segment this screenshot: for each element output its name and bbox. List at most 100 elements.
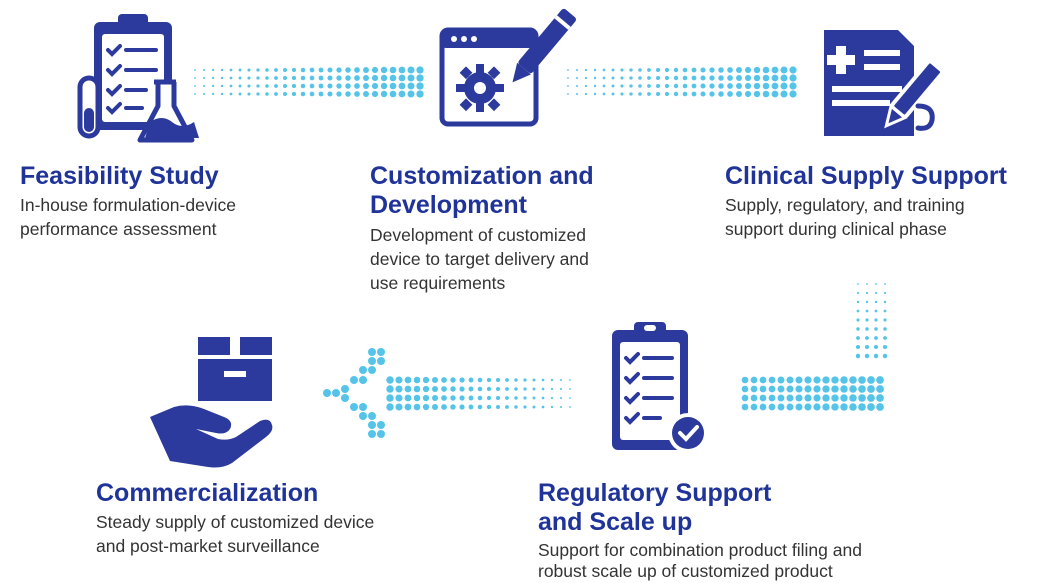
- connector-1-to-2: [247, 92, 251, 96]
- browser-gear-pen-icon: [439, 8, 577, 127]
- connector-2-to-3: [629, 68, 633, 72]
- connector-1-to-2: [371, 74, 379, 82]
- connector-1-to-2: [229, 92, 233, 96]
- connector-4-to-5: [432, 386, 438, 392]
- connector-1-to-2: [247, 68, 251, 72]
- step-5-desc-line-1: Steady supply of customized device: [96, 512, 375, 532]
- connector-1-to-2: [300, 91, 306, 97]
- connector-3-to-4: [856, 309, 860, 313]
- connector-4-to-5: [477, 404, 483, 410]
- connector-4-to-5: [450, 404, 456, 410]
- connector-4-to-5-arrowhead: [377, 421, 385, 429]
- connector-2-to-3: [753, 90, 761, 98]
- connector-2-to-3: [673, 67, 679, 73]
- connector-2-to-3: [575, 92, 579, 96]
- connector-4-to-5: [395, 403, 403, 411]
- connector-2-to-3: [700, 91, 706, 97]
- connector-1-to-2: [265, 68, 269, 72]
- connector-3-to-4: [884, 283, 886, 285]
- connector-4-to-5: [404, 394, 412, 402]
- connector-3-to-4: [856, 291, 860, 295]
- connector-1-to-2: [389, 66, 397, 74]
- connector-3-to-4: [865, 300, 869, 304]
- connector-4-to-5: [477, 386, 483, 392]
- connector-3-to-4: [856, 300, 860, 304]
- connector-1-to-2: [416, 82, 424, 90]
- connector-3-to-4: [858, 394, 866, 402]
- connector-4-to-5: [505, 387, 509, 391]
- connector-4-to-5-arrowhead: [341, 394, 349, 402]
- connector-2-to-3: [620, 68, 624, 72]
- connector-4-to-5-arrowhead: [350, 403, 358, 411]
- connector-4-to-5: [495, 386, 501, 392]
- connector-2-to-3: [593, 92, 597, 96]
- connector-1-to-2: [336, 91, 342, 97]
- connector-4-to-5: [468, 386, 474, 392]
- connector-3-to-4: [883, 327, 887, 331]
- connector-4-to-5: [477, 395, 483, 401]
- connector-3-to-4: [804, 385, 812, 393]
- connector-1-to-2: [265, 84, 269, 88]
- connector-1-to-2: [229, 84, 233, 88]
- connector-1-to-2: [202, 84, 206, 88]
- connector-4-to-5-arrowhead: [368, 366, 376, 374]
- connector-4-to-5-arrowhead: [368, 348, 376, 356]
- connector-3-to-4: [873, 353, 879, 359]
- connector-1-to-2: [300, 75, 306, 81]
- connector-1-to-2: [318, 91, 324, 97]
- connector-3-to-4: [876, 385, 884, 393]
- connector-1-to-2: [211, 84, 215, 88]
- connector-4-to-5-arrowhead: [377, 357, 385, 365]
- connector-3-to-4: [741, 394, 749, 402]
- connector-3-to-4: [831, 403, 839, 411]
- connector-1-to-2: [354, 83, 360, 89]
- connector-3-to-4: [786, 394, 794, 402]
- connector-2-to-3: [656, 76, 660, 80]
- connector-3-to-4: [873, 344, 879, 350]
- connector-1-to-2: [371, 82, 379, 90]
- connector-3-to-4: [875, 283, 877, 285]
- connector-1-to-2: [256, 68, 260, 72]
- connector-1-to-2: [283, 68, 287, 72]
- connector-2-to-3: [718, 91, 724, 97]
- connector-1-to-2: [220, 68, 224, 72]
- connector-1-to-2: [327, 91, 333, 97]
- connector-1-to-2: [345, 91, 351, 97]
- connector-3-to-4: [750, 385, 758, 393]
- connector-1-to-2: [202, 92, 206, 96]
- connector-1-to-2: [407, 74, 415, 82]
- connector-2-to-3: [744, 90, 752, 98]
- connector-3-to-4: [777, 394, 785, 402]
- connector-3-to-4: [795, 376, 803, 384]
- connector-4-to-5: [559, 396, 563, 400]
- connector-4-to-5-arrowhead: [359, 376, 367, 384]
- connector-1-to-2: [336, 75, 342, 81]
- connector-2-to-3: [753, 66, 761, 74]
- connector-3-to-4: [750, 403, 758, 411]
- connector-3-to-4: [822, 376, 830, 384]
- connector-3-to-4: [840, 394, 848, 402]
- connector-2-to-3: [664, 67, 670, 73]
- connector-1-to-2: [354, 91, 360, 97]
- connector-1-to-2: [274, 92, 278, 96]
- connector-1-to-2: [398, 82, 406, 90]
- connector-1-to-2: [345, 83, 351, 89]
- connector-4-to-5: [523, 378, 527, 382]
- connector-1-to-2: [363, 75, 369, 81]
- connector-4-to-5: [514, 396, 518, 400]
- connector-3-to-4: [876, 376, 884, 384]
- connector-2-to-3: [691, 75, 697, 81]
- connector-3-to-4: [822, 385, 830, 393]
- connector-4-to-5: [532, 405, 536, 409]
- connector-2-to-3: [647, 68, 651, 72]
- connector-2-to-3: [691, 91, 697, 97]
- connector-4-to-5-arrowhead: [368, 412, 376, 420]
- connector-3-to-4: [831, 376, 839, 384]
- connector-4-to-5: [395, 394, 403, 402]
- connector-1-to-2: [247, 84, 251, 88]
- connector-2-to-3: [718, 67, 724, 73]
- connector-3-to-4: [777, 385, 785, 393]
- connector-3-to-4: [759, 385, 767, 393]
- connector-2-to-3: [762, 90, 770, 98]
